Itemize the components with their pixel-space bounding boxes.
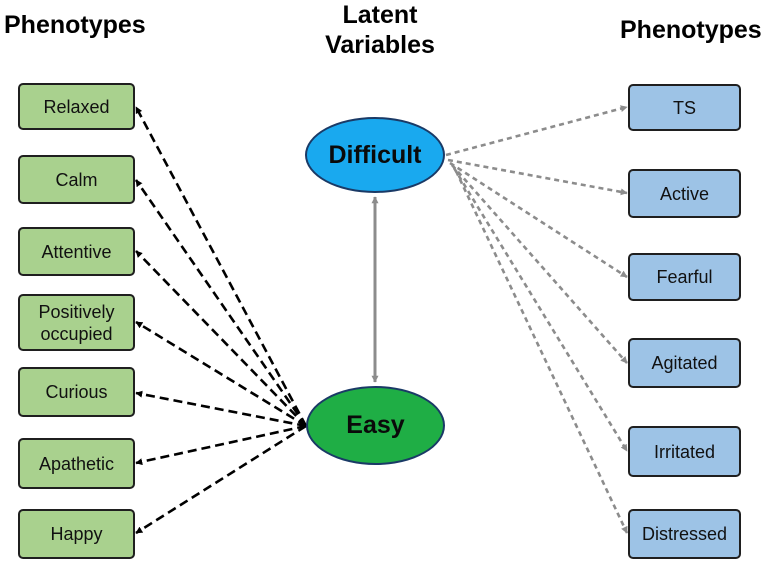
latent-easy-label: Easy <box>346 411 405 439</box>
latent-easy-node: Easy <box>306 386 445 465</box>
phenotype-label: Happy <box>50 524 103 544</box>
phenotype-label: Apathetic <box>38 453 115 474</box>
arrow-difficult-fearful <box>449 161 628 279</box>
phenotype-box-active: Active <box>628 169 741 218</box>
right-phenotypes-heading: Phenotypes <box>620 16 762 44</box>
latent-variables-heading: Latent Variables <box>300 0 460 60</box>
arrow-easy-attentive <box>135 250 307 427</box>
arrow-difficult-distressed <box>454 170 629 534</box>
arrow-easy-positively-occupied <box>135 320 307 428</box>
phenotype-label: Fearful <box>656 267 713 287</box>
arrow-easy-happy <box>135 424 307 535</box>
latent-difficult-label: Difficult <box>328 140 422 169</box>
phenotype-label: Agitated <box>651 353 718 373</box>
phenotype-box-curious: Curious <box>18 367 135 417</box>
phenotype-label: Positively occupied <box>38 301 115 344</box>
phenotype-box-distressed: Distressed <box>628 509 741 559</box>
phenotype-box-positively-occupied: Positively occupied <box>18 294 135 351</box>
arrow-easy-curious <box>135 390 307 428</box>
phenotype-label: TS <box>672 97 696 118</box>
phenotype-box-happy: Happy <box>18 509 135 559</box>
latent-heading-line-2: Variables <box>325 31 435 59</box>
arrow-easy-apathetic <box>135 424 307 466</box>
left-phenotypes-heading: Phenotypes <box>4 11 146 39</box>
phenotype-box-ts: TS <box>628 84 741 131</box>
phenotype-label: Calm <box>55 169 98 190</box>
phenotype-label: Curious <box>45 382 108 402</box>
arrow-easy-relaxed <box>134 106 308 427</box>
phenotype-label: Relaxed <box>43 96 110 117</box>
phenotype-label: Attentive <box>41 241 112 262</box>
arrow-difficult-irritated <box>452 167 629 452</box>
arrow-difficult-active <box>447 158 628 196</box>
phenotype-box-calm: Calm <box>18 155 135 204</box>
arrow-difficult-agitated <box>451 164 628 364</box>
phenotype-label: Active <box>659 183 710 204</box>
phenotype-box-fearful: Fearful <box>628 253 741 301</box>
latent-difficult-node: Difficult <box>305 117 445 193</box>
easy-to-left-arrows <box>134 106 308 535</box>
arrow-easy-calm <box>134 179 308 427</box>
phenotype-box-attentive: Attentive <box>18 227 135 276</box>
phenotype-box-relaxed: Relaxed <box>18 83 135 130</box>
difficult-to-right-arrows <box>445 105 629 534</box>
phenotype-label: Irritated <box>653 441 716 462</box>
arrow-difficult-ts <box>445 105 628 157</box>
phenotype-box-irritated: Irritated <box>628 426 741 477</box>
phenotype-label: Distressed <box>641 524 728 544</box>
phenotype-box-agitated: Agitated <box>628 338 741 388</box>
latent-heading-line-1: Latent <box>342 1 418 29</box>
phenotype-box-apathetic: Apathetic <box>18 438 135 489</box>
